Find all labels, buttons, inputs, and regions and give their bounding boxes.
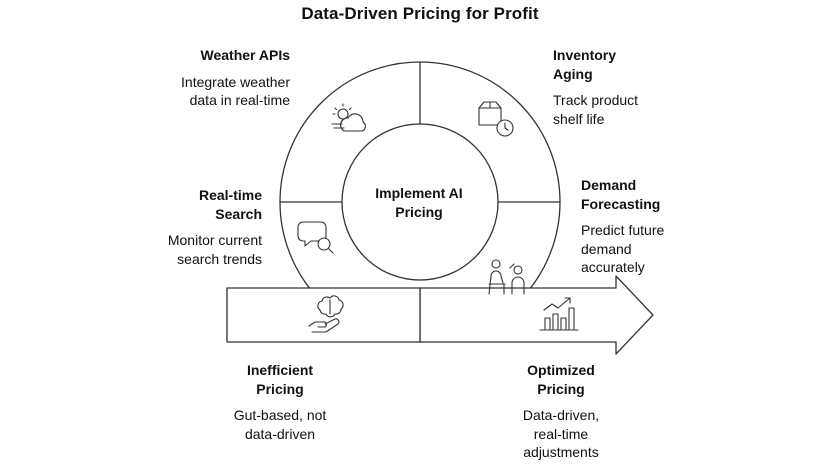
center-label: Implement AI Pricing: [375, 185, 463, 220]
weather-apis-text: Integrate weather data in real-time: [181, 73, 290, 109]
real-time-search-text: Monitor current search trends: [167, 232, 262, 267]
demand-forecasting-text: Predict future demand accurately: [581, 222, 665, 275]
people-meeting-icon: [488, 259, 525, 295]
weather-apis-heading: Weather APIs: [200, 47, 290, 63]
optimized-pricing-block: Optimized Pricing Data-driven, real-time…: [506, 361, 616, 462]
weather-cloud-sun-icon: [331, 103, 366, 132]
inventory-aging-heading: Inventory Aging: [553, 47, 617, 82]
inventory-aging-text: Track product shelf life: [553, 92, 639, 127]
search-chat-icon: [297, 221, 334, 254]
inefficient-pricing-block: Inefficient Pricing Gut-based, not data-…: [218, 361, 342, 443]
brain-hand-icon: [308, 295, 344, 333]
inefficient-pricing-heading: Inefficient Pricing: [246, 362, 314, 397]
optimized-pricing-heading: Optimized Pricing: [527, 362, 595, 397]
inventory-aging-block: Inventory Aging Track product shelf life: [553, 46, 663, 128]
demand-forecasting-heading: Demand Forecasting: [581, 177, 661, 212]
demand-forecasting-block: Demand Forecasting Predict future demand…: [581, 176, 701, 277]
inefficient-pricing-text: Gut-based, not data-driven: [233, 407, 327, 442]
weather-apis-block: Weather APIs Integrate weather data in r…: [150, 46, 290, 110]
input-bar: [226, 287, 421, 343]
output-arrow: [419, 275, 654, 355]
diagram-title: Data-Driven Pricing for Profit: [301, 4, 539, 23]
real-time-search-heading: Real-time Search: [198, 187, 262, 222]
growth-chart-icon: [539, 297, 579, 331]
optimized-pricing-text: Data-driven, real-time adjustments: [522, 407, 600, 460]
box-clock-icon: [478, 101, 514, 137]
real-time-search-block: Real-time Search Monitor current search …: [140, 186, 262, 268]
